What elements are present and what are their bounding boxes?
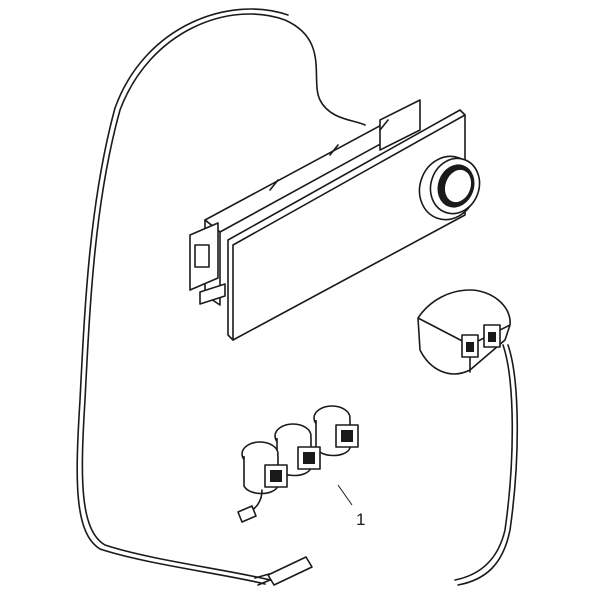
cable-plug — [267, 556, 313, 586]
rotary-knob — [418, 155, 481, 221]
callout-number-1: 1 — [356, 510, 366, 529]
junction-box-cable — [454, 344, 519, 586]
long-cable — [76, 8, 366, 586]
connector-set — [237, 405, 359, 523]
connector-1 — [237, 441, 288, 523]
junction-box — [417, 289, 511, 375]
control-panel-unit — [189, 99, 466, 341]
connector-3 — [313, 405, 359, 457]
